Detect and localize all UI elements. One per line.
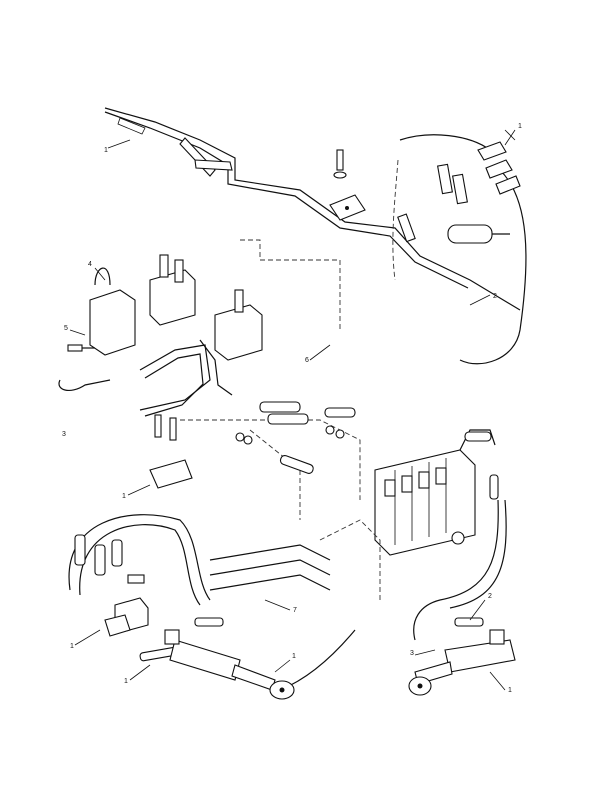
callout-label: 6 bbox=[305, 357, 309, 364]
control-valve-bank bbox=[374, 429, 499, 556]
callout-leaders bbox=[69, 129, 516, 691]
valve-manifold-left bbox=[67, 254, 263, 361]
hydraulic-cylinder-right bbox=[408, 617, 516, 696]
callout-label: 1 bbox=[104, 147, 108, 154]
lower-left-fittings bbox=[74, 534, 179, 662]
upper-tube-assembly bbox=[104, 107, 521, 311]
callout-label: 1 bbox=[292, 653, 296, 660]
callout-label: 1 bbox=[508, 687, 512, 694]
callout-label: 2 bbox=[488, 593, 492, 600]
callout-label: 1 bbox=[122, 493, 126, 500]
callout-label: 2 bbox=[493, 293, 497, 300]
hydraulic-cylinder-left bbox=[164, 617, 295, 700]
upper-right-fittings bbox=[392, 129, 527, 365]
callout-label: 1 bbox=[518, 123, 522, 130]
center-tube-runs bbox=[58, 239, 361, 520]
callout-labels: 1 1 2 4 5 1 1 1 1 1 3 2 3 6 7 bbox=[62, 123, 522, 694]
callout-label: 4 bbox=[88, 261, 92, 268]
callout-label: 5 bbox=[64, 325, 68, 332]
callout-label: 7 bbox=[293, 607, 297, 614]
center-hose-fittings bbox=[149, 401, 356, 489]
callout-label: 1 bbox=[70, 643, 74, 650]
bolt-bracket-top bbox=[329, 149, 366, 221]
callout-label: 3 bbox=[410, 650, 414, 657]
callout-label: 1 bbox=[124, 678, 128, 685]
callout-label: 3 bbox=[62, 431, 66, 438]
